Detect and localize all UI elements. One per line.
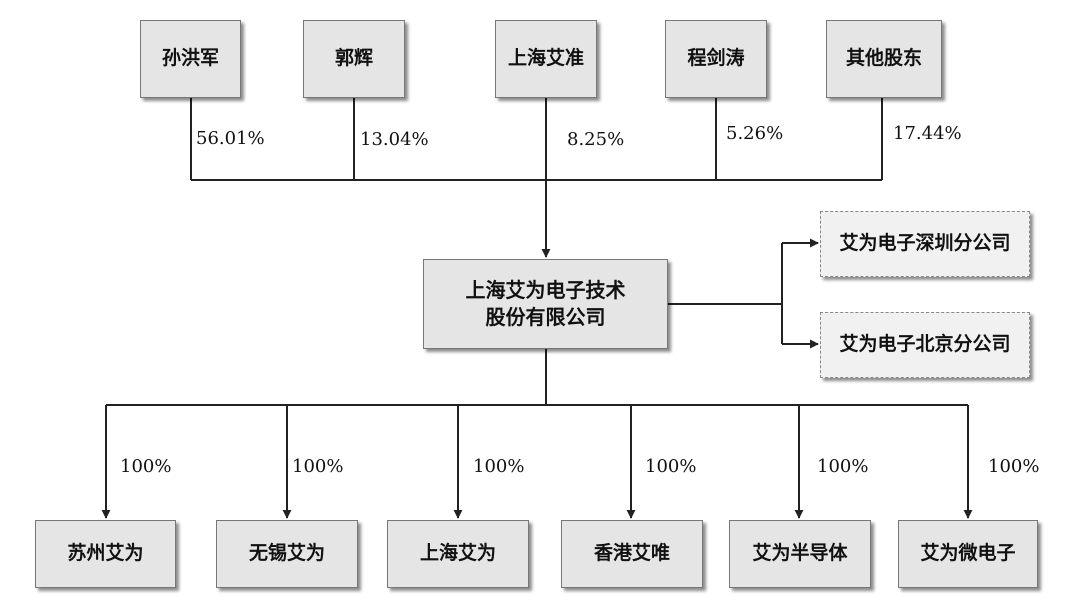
company-name-line-2: 股份有限公司 [485, 305, 606, 329]
subsidiary-percentage: 100% [645, 456, 697, 477]
subsidiary-percentage: 100% [988, 456, 1040, 477]
subsidiary-name: 无锡艾为 [248, 542, 325, 565]
subsidiary-name: 上海艾为 [419, 542, 496, 565]
company-box: 上海艾为电子技术 股份有限公司 [423, 259, 668, 349]
shareholder-percentage: 5.26% [726, 123, 784, 144]
shareholder-box: 其他股东 [826, 20, 942, 98]
subsidiary-box: 艾为半导体 [729, 520, 871, 588]
shareholder-box: 上海艾准 [495, 20, 597, 98]
shareholder-percentage: 8.25% [567, 129, 625, 150]
subsidiary-name: 香港艾唯 [593, 542, 670, 565]
shareholder-name: 郭辉 [334, 47, 373, 70]
branch-box: 艾为电子北京分公司 [820, 312, 1030, 378]
shareholder-name: 孙洪军 [161, 47, 219, 70]
subsidiary-name: 艾为半导体 [752, 542, 848, 565]
subsidiary-box: 无锡艾为 [216, 520, 358, 588]
subsidiary-percentage: 100% [292, 456, 344, 477]
subsidiary-box: 香港艾唯 [561, 520, 703, 588]
subsidiary-box: 上海艾为 [387, 520, 529, 588]
branch-box: 艾为电子深圳分公司 [820, 211, 1030, 277]
shareholder-percentage: 13.04% [360, 129, 429, 150]
company-name-line-1: 上海艾为电子技术 [465, 278, 626, 302]
shareholder-name: 上海艾准 [507, 47, 584, 70]
subsidiary-box: 苏州艾为 [35, 520, 176, 588]
shareholder-box: 孙洪军 [140, 20, 241, 98]
shareholder-percentage: 56.01% [196, 128, 265, 149]
subsidiary-name: 艾为微电子 [920, 542, 1016, 565]
subsidiary-percentage: 100% [817, 456, 869, 477]
shareholder-name: 程剑涛 [687, 47, 745, 70]
branch-name: 艾为电子北京分公司 [839, 333, 1011, 356]
shareholder-box: 程剑涛 [665, 20, 767, 98]
shareholder-box: 郭辉 [303, 20, 405, 98]
subsidiary-name: 苏州艾为 [67, 542, 144, 565]
shareholder-name: 其他股东 [845, 47, 922, 70]
subsidiary-percentage: 100% [473, 456, 525, 477]
shareholder-percentage: 17.44% [893, 123, 962, 144]
subsidiary-box: 艾为微电子 [898, 520, 1038, 588]
subsidiary-percentage: 100% [120, 456, 172, 477]
branch-name: 艾为电子深圳分公司 [839, 232, 1011, 255]
